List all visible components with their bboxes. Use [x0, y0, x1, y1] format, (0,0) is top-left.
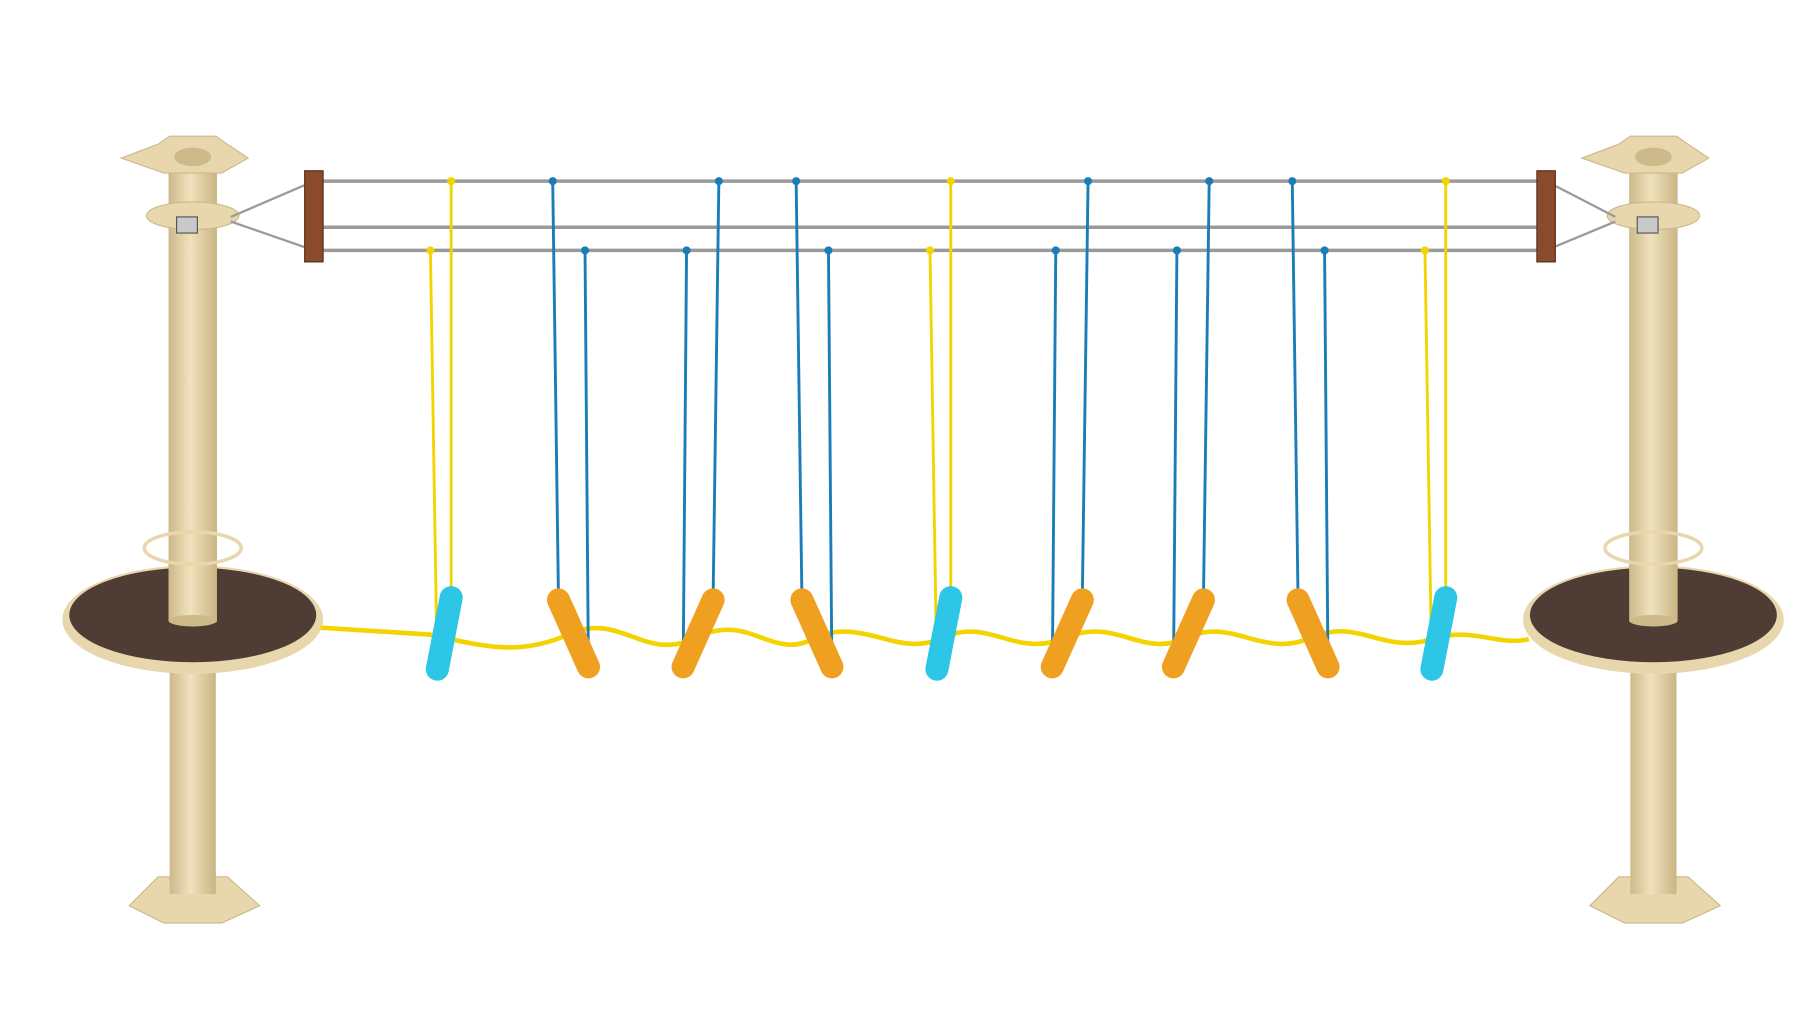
- lower-pole: [1630, 663, 1677, 895]
- orange-grip: [1286, 588, 1340, 679]
- rope-knot: [824, 246, 833, 255]
- rope-knot: [1205, 177, 1214, 186]
- rope-knot: [925, 246, 935, 255]
- rope-knot: [792, 177, 801, 186]
- post-base-foot: [1588, 876, 1722, 924]
- pole-opening: [174, 147, 212, 167]
- rope-knot: [548, 177, 557, 186]
- pole-opening: [1634, 147, 1672, 167]
- rope-knot: [1172, 246, 1181, 255]
- hanging-rope: [794, 181, 804, 600]
- hanging-rope: [1423, 250, 1434, 679]
- handhold-3: [671, 177, 725, 679]
- cable-clamp: [1636, 216, 1659, 234]
- hanging-rope: [428, 250, 439, 679]
- tension-wire: [1545, 180, 1616, 218]
- rope-knot: [1288, 177, 1297, 186]
- cyan-grip: [1420, 586, 1458, 681]
- lower-pole: [169, 663, 216, 895]
- hanging-rope: [1201, 181, 1211, 600]
- pole-base-ring: [1629, 614, 1678, 627]
- hanging-rope: [711, 181, 721, 600]
- hanging-rope: [1080, 181, 1090, 600]
- rope-knot: [1051, 246, 1060, 255]
- rope-knot: [447, 177, 456, 186]
- hanging-rope: [1171, 250, 1179, 677]
- rope-knot: [580, 246, 590, 255]
- hanging-rope: [928, 250, 939, 679]
- yellow-foot-rope: [320, 625, 1530, 650]
- wooden-spreader-board: [304, 170, 324, 263]
- hanging-rope: [583, 250, 590, 677]
- upper-pole: [168, 173, 217, 621]
- rope-knot: [1420, 246, 1429, 255]
- hanging-rope: [827, 250, 834, 677]
- right-post: [1523, 135, 1784, 924]
- hanging-rope: [1050, 250, 1058, 677]
- left-post: [62, 135, 324, 924]
- guard-ring: [1603, 530, 1704, 566]
- orange-grip: [671, 588, 725, 679]
- rope-knot: [1084, 177, 1093, 186]
- orange-grip: [1161, 588, 1215, 679]
- handhold-7: [1161, 177, 1215, 679]
- tension-wire: [1545, 220, 1616, 252]
- orange-grip: [1040, 588, 1094, 679]
- tension-wire: [230, 220, 315, 252]
- rope-knot: [946, 177, 955, 186]
- cyan-grip: [425, 586, 463, 681]
- rope-knot: [682, 246, 691, 255]
- guard-ring: [142, 530, 243, 566]
- rope-knot: [1441, 177, 1450, 186]
- hanging-rope: [681, 250, 688, 677]
- handhold-2: [546, 177, 601, 679]
- wooden-spreader-board: [1536, 170, 1556, 263]
- handhold-4: [790, 177, 844, 679]
- top-cables: [230, 170, 1616, 263]
- rope-knot: [714, 177, 723, 186]
- handhold-9: [1420, 177, 1458, 681]
- cable-clamp: [176, 216, 198, 234]
- handhold-1: [425, 177, 463, 681]
- post-base-foot: [128, 876, 261, 924]
- hanging-rope: [551, 181, 560, 600]
- upper-pole: [1629, 173, 1678, 621]
- cyan-grip: [925, 586, 963, 681]
- rope-knot: [1320, 246, 1329, 255]
- orange-grip: [790, 588, 844, 679]
- hanging-rope: [1290, 181, 1300, 600]
- handhold-5: [925, 177, 963, 681]
- bottom-rope: [320, 625, 1530, 650]
- rope-knot: [426, 246, 435, 255]
- pole-base-ring: [168, 614, 217, 627]
- hanging-rope: [1323, 250, 1330, 677]
- handhold-6: [1040, 177, 1094, 679]
- tension-wire: [230, 180, 315, 218]
- orange-grip: [546, 588, 601, 679]
- handhold-8: [1286, 177, 1340, 679]
